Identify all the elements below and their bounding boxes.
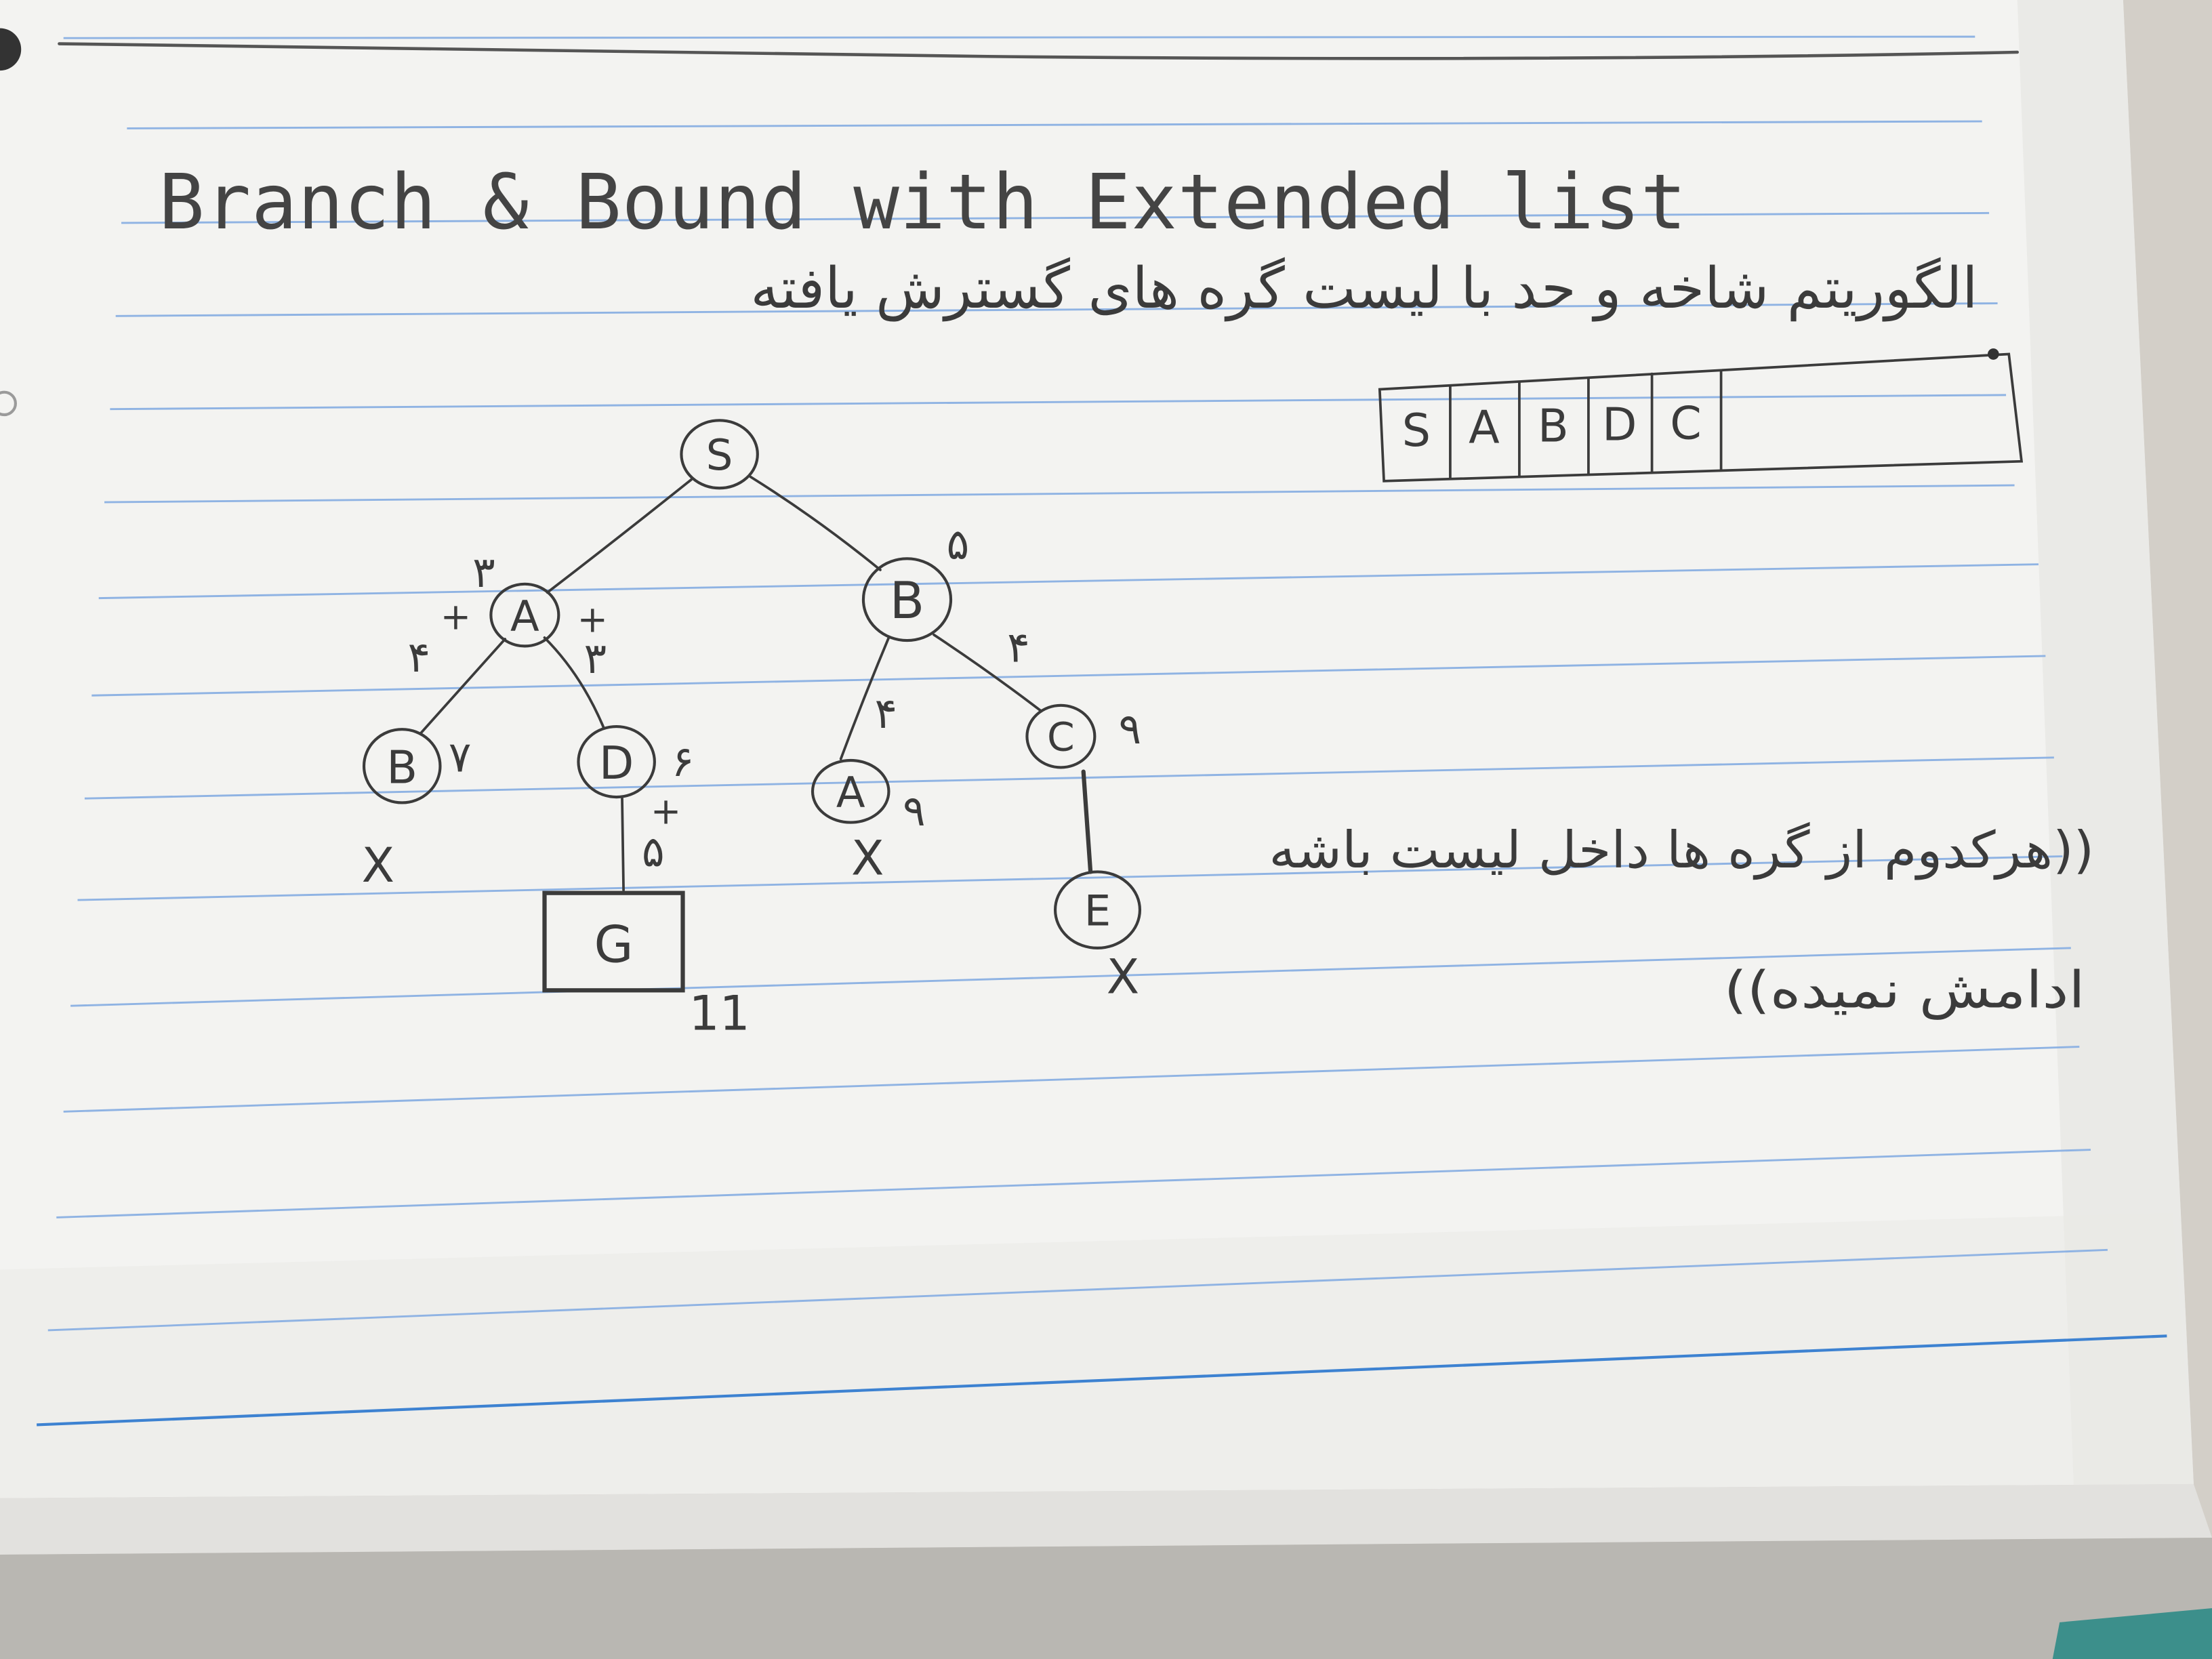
node-label: A	[510, 591, 539, 640]
extended-list-cell: C	[1670, 396, 1702, 449]
edge-weight: ۵	[642, 827, 665, 876]
node-label: B	[890, 571, 924, 630]
teal-object	[2052, 1608, 2212, 1659]
pruned-mark: X	[362, 837, 394, 893]
ruled-line	[121, 211, 1990, 224]
node-label: C	[1047, 714, 1075, 760]
node-cost: ۹	[903, 786, 926, 836]
ruled-line	[91, 655, 2046, 697]
node-cost: ۷	[449, 733, 472, 782]
node-label: G	[594, 915, 633, 975]
ruled-line-margin	[37, 1334, 2167, 1427]
extended-list-cell: D	[1602, 398, 1637, 451]
binder-hole	[0, 390, 17, 417]
node-label: D	[599, 737, 634, 790]
ruled-line	[63, 35, 1975, 39]
edge-s-b	[749, 475, 882, 571]
ruled-line	[70, 947, 2071, 1007]
node-circle	[861, 557, 953, 642]
tree-node-s: S	[680, 419, 759, 490]
tree-node-e-pruned: E X	[1053, 870, 1142, 1004]
pen-dot	[1988, 348, 1999, 360]
ruled-line	[47, 1248, 2108, 1332]
edge-weight: ۵	[947, 519, 970, 569]
tree-node-d: D ۶	[577, 724, 695, 799]
node-cost: ۹	[1119, 704, 1142, 754]
extended-list-box: S A B D C	[1378, 348, 2024, 483]
goal-node-g: G 11	[542, 890, 750, 1042]
node-circle	[362, 728, 442, 804]
node-circle	[680, 419, 759, 490]
extended-list-cell: B	[1538, 400, 1569, 453]
node-circle	[489, 582, 560, 648]
ruled-line	[63, 1046, 2080, 1113]
paper-bottom-shade	[0, 1213, 2194, 1498]
edge-a-d	[543, 636, 605, 729]
edge-weight: ۳	[584, 634, 607, 683]
node-circle	[811, 758, 890, 824]
ruled-line	[56, 1149, 2091, 1218]
ruled-line	[98, 563, 2039, 600]
edge-b-c	[933, 633, 1043, 713]
node-cost: 11	[689, 985, 750, 1042]
node-label: B	[386, 741, 417, 794]
binder-hole	[0, 28, 22, 71]
ruled-line	[127, 120, 1982, 129]
table-surface	[0, 1537, 2212, 1659]
tree-node-b: B	[861, 557, 953, 642]
ruled-line	[84, 756, 2054, 800]
plus-sign: +	[651, 790, 681, 833]
edge-d-g	[621, 797, 625, 892]
second-sheet	[0, 1483, 2212, 1555]
goal-box	[542, 890, 685, 993]
edge-weight: ۴	[407, 632, 430, 682]
paper-edge-shade	[2017, 0, 2194, 1488]
pruned-mark: X	[1107, 948, 1139, 1004]
search-tree: ۳ ۵ + ۴ + ۳ + ۵ ۴ ۴ S A B B ۷ X D	[362, 419, 1142, 1042]
ruled-line	[104, 484, 2015, 504]
edge-weight: ۳	[472, 548, 495, 597]
note-line-1: ((هرکدوم از گره ها داخل لیست باشه	[1269, 820, 2094, 880]
tree-node-a: A	[489, 582, 560, 648]
edge-s-a	[546, 478, 693, 594]
pencil-line	[58, 42, 2020, 60]
extended-list-cell: A	[1469, 401, 1500, 454]
ruled-line	[115, 302, 1998, 317]
node-label: E	[1084, 886, 1111, 936]
tree-node-a-pruned: A ۹ X	[811, 758, 926, 886]
node-circle	[1053, 870, 1142, 949]
plus-sign: +	[577, 598, 608, 641]
note-line-2: ادامش نمیده))	[1724, 960, 2085, 1019]
ruled-line	[77, 855, 2063, 901]
page-title: Branch & Bound with Extended list	[159, 158, 1686, 247]
edge-a-b	[419, 638, 507, 735]
node-label: A	[836, 768, 865, 817]
side-note: ((هرکدوم از گره ها داخل لیست باشه ادامش …	[1269, 820, 2094, 1019]
edge-weight: ۴	[1007, 622, 1030, 672]
ruled-lines	[37, 35, 2167, 1427]
subtitle-persian: الگوریتم شاخه و حد با لیست گره های گسترش…	[750, 255, 1978, 322]
node-circle	[1025, 703, 1097, 769]
ruled-line	[110, 394, 2007, 411]
edge-c-e	[1081, 769, 1093, 874]
pruned-mark: X	[851, 830, 884, 886]
edge-b-a	[839, 636, 890, 760]
extended-list-cell: S	[1402, 404, 1431, 457]
plus-sign: +	[441, 595, 471, 638]
node-label: S	[706, 430, 733, 480]
edge-weight: ۴	[874, 689, 897, 738]
extended-list-frame	[1378, 352, 2024, 483]
tree-node-b-pruned: B ۷ X	[362, 728, 472, 893]
node-circle	[577, 724, 656, 799]
node-cost: ۶	[672, 737, 695, 786]
tree-node-c: C ۹	[1025, 703, 1142, 769]
